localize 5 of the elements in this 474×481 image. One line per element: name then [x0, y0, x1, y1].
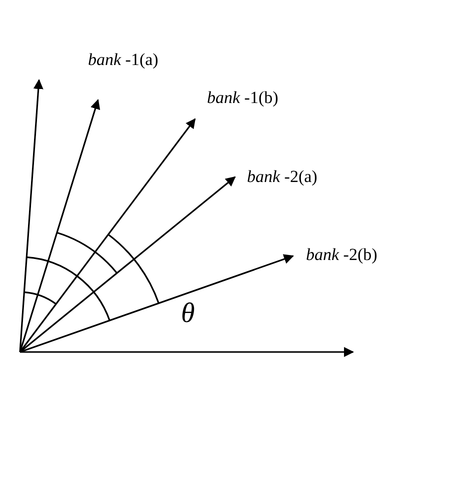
vector-label: bank -1(a) — [88, 50, 158, 70]
vector-label: bank -2(b) — [306, 245, 378, 265]
angle-symbol: θ — [181, 298, 195, 330]
vector-label: bank -1(b) — [207, 88, 278, 108]
vector-label: bank -2(a) — [247, 167, 318, 187]
